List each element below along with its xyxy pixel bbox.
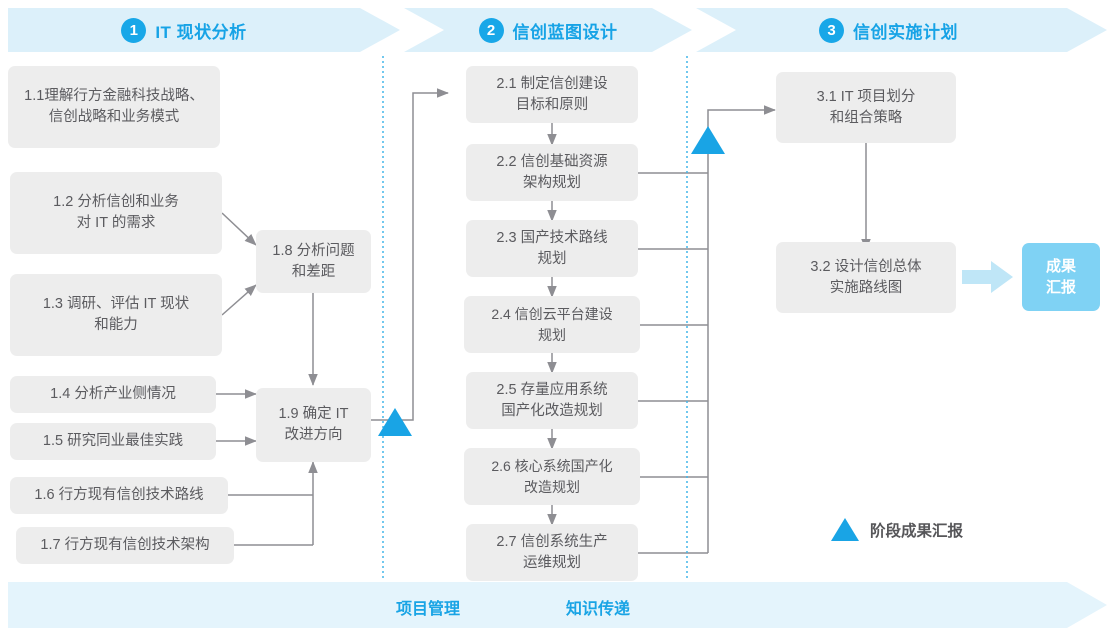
task-box-1-3[interactable]: 1.3 调研、评估 IT 现状 和能力 bbox=[10, 274, 222, 356]
edge-3-2-to-result bbox=[962, 261, 1013, 293]
edge-1-9-to-2-1 bbox=[371, 88, 449, 421]
phase-banner-3[interactable]: 3 信创实施计划 bbox=[696, 8, 1107, 52]
phase-banner-1[interactable]: 1 IT 现状分析 bbox=[8, 8, 400, 52]
task-box-2-1[interactable]: 2.1 制定信创建设 目标和原则 bbox=[466, 66, 638, 123]
task-box-1-7[interactable]: 1.7 行方现有信创技术架构 bbox=[16, 527, 234, 564]
task-box-3-2[interactable]: 3.2 设计信创总体 实施路线图 bbox=[776, 242, 956, 313]
edge-bus-to-3-1 bbox=[707, 105, 776, 553]
phase-title-3: 信创实施计划 bbox=[853, 22, 958, 42]
task-box-1-6[interactable]: 1.6 行方现有信创技术路线 bbox=[10, 477, 228, 514]
phase-title-2: 信创蓝图设计 bbox=[512, 22, 618, 42]
task-box-1-4[interactable]: 1.4 分析产业侧情况 bbox=[10, 376, 216, 413]
task-box-1-1[interactable]: 1.1理解行方金融科技战略、 信创战略和业务模式 bbox=[8, 66, 220, 148]
legend: 阶段成果汇报 bbox=[831, 518, 963, 541]
edge-1-3-to-1-8 bbox=[221, 284, 257, 316]
result-report-box[interactable]: 成果 汇报 bbox=[1022, 243, 1100, 311]
footer-label-project-management: 项目管理 bbox=[396, 601, 461, 618]
phase-number-1: 1 bbox=[121, 17, 147, 43]
phase-number-3: 3 bbox=[819, 17, 844, 43]
task-box-2-6[interactable]: 2.6 核心系统国产化 改造规划 bbox=[464, 448, 640, 505]
milestone-triangle-phase1 bbox=[378, 408, 412, 436]
task-box-2-2[interactable]: 2.2 信创基础资源 架构规划 bbox=[466, 144, 638, 201]
milestone-triangle-phase2 bbox=[691, 126, 725, 154]
phase-number-2: 2 bbox=[478, 17, 504, 43]
phase-title-1: IT 现状分析 bbox=[155, 22, 247, 42]
footer-label-knowledge-transfer: 知识传递 bbox=[566, 601, 631, 618]
edge-1-2-to-1-8 bbox=[221, 212, 257, 246]
task-box-2-3[interactable]: 2.3 国产技术路线 规划 bbox=[466, 220, 638, 277]
milestone-triangle-icon bbox=[831, 518, 859, 541]
task-box-3-1[interactable]: 3.1 IT 项目划分 和组合策略 bbox=[776, 72, 956, 143]
task-box-2-7[interactable]: 2.7 信创系统生产 运维规划 bbox=[466, 524, 638, 581]
task-box-1-9[interactable]: 1.9 确定 IT 改进方向 bbox=[256, 388, 371, 462]
task-box-1-2[interactable]: 1.2 分析信创和业务 对 IT 的需求 bbox=[10, 172, 222, 254]
footer-band bbox=[8, 582, 1107, 628]
legend-label: 阶段成果汇报 bbox=[870, 522, 964, 540]
task-box-2-5[interactable]: 2.5 存量应用系统 国产化改造规划 bbox=[466, 372, 638, 429]
task-box-1-8[interactable]: 1.8 分析问题 和差距 bbox=[256, 230, 371, 293]
task-box-1-5[interactable]: 1.5 研究同业最佳实践 bbox=[10, 423, 216, 460]
task-box-2-4[interactable]: 2.4 信创云平台建设 规划 bbox=[464, 296, 640, 353]
phase-banner-2[interactable]: 2 信创蓝图设计 bbox=[404, 8, 692, 52]
